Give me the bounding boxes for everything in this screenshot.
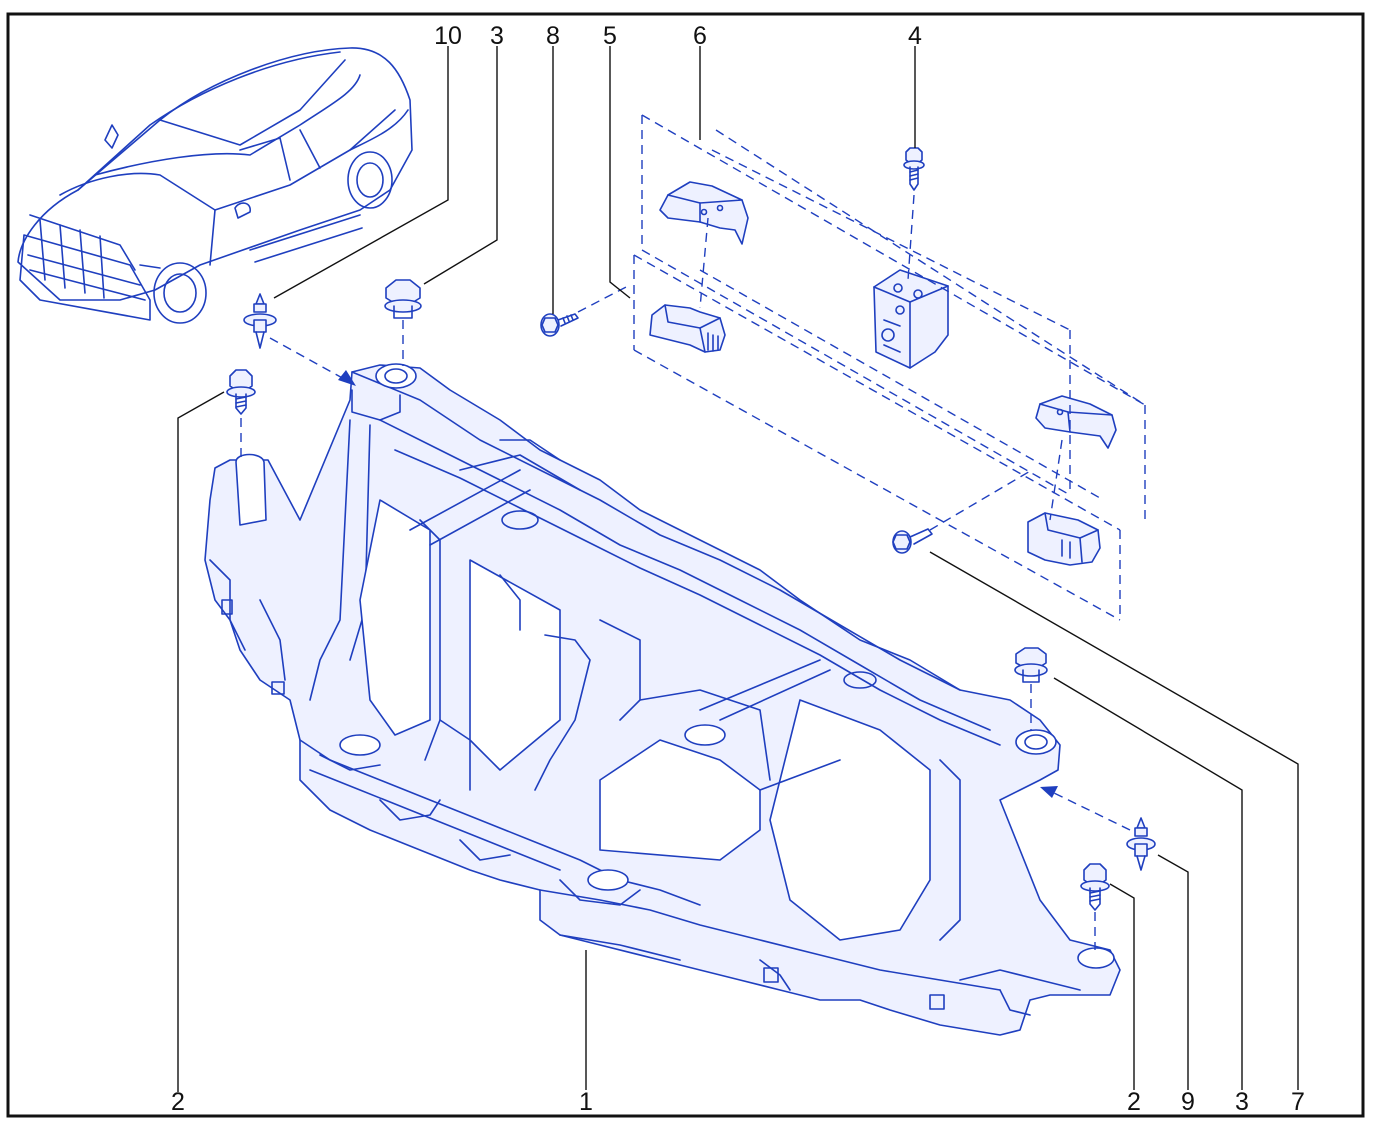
arrow-head-right <box>1040 786 1058 798</box>
part-10-locating-pin-icon <box>243 293 277 349</box>
car-location-inset <box>17 47 413 324</box>
part-4-screw-icon <box>903 147 925 191</box>
arrow-head-left <box>338 370 356 386</box>
callout-8: 8 <box>546 22 560 50</box>
callout-1: 1 <box>579 1088 593 1116</box>
callout-3-right: 3 <box>1235 1088 1249 1116</box>
callout-9: 9 <box>1181 1088 1195 1116</box>
callout-labels: 10 3 8 5 6 4 2 1 2 9 3 7 <box>171 22 1305 1116</box>
callout-2-left: 2 <box>171 1088 185 1116</box>
callout-3-top: 3 <box>490 22 504 50</box>
part-3-collar-bolt-right-icon <box>1014 647 1048 683</box>
leader-lines <box>177 46 1299 1092</box>
mounting-block-icon <box>873 269 949 369</box>
part-6-clip-bracket-lower-icon <box>1035 395 1117 449</box>
part-9-locating-pin-icon <box>1126 817 1156 871</box>
callout-10: 10 <box>434 22 462 50</box>
part-5-bracket-lower-icon <box>1027 512 1101 566</box>
part-3-collar-bolt-icon <box>384 279 422 319</box>
part-5-bracket-upper-icon <box>649 304 726 353</box>
part-7-flange-screw-icon <box>892 528 933 554</box>
assembly-dashed-lines <box>240 114 1146 950</box>
part-2-bolt-right-icon <box>1080 863 1110 911</box>
diagram-border <box>6 12 1365 1118</box>
callout-7: 7 <box>1291 1088 1305 1116</box>
callout-5: 5 <box>603 22 617 50</box>
callout-4: 4 <box>908 22 922 50</box>
part-2-bolt-left-icon <box>226 369 256 415</box>
part-1-front-end-carrier-icon <box>204 363 1121 1036</box>
callout-6: 6 <box>693 22 707 50</box>
part-8-flange-screw-icon <box>540 313 579 337</box>
callout-2-right: 2 <box>1127 1088 1141 1116</box>
part-6-clip-bracket-upper-icon <box>659 181 749 245</box>
